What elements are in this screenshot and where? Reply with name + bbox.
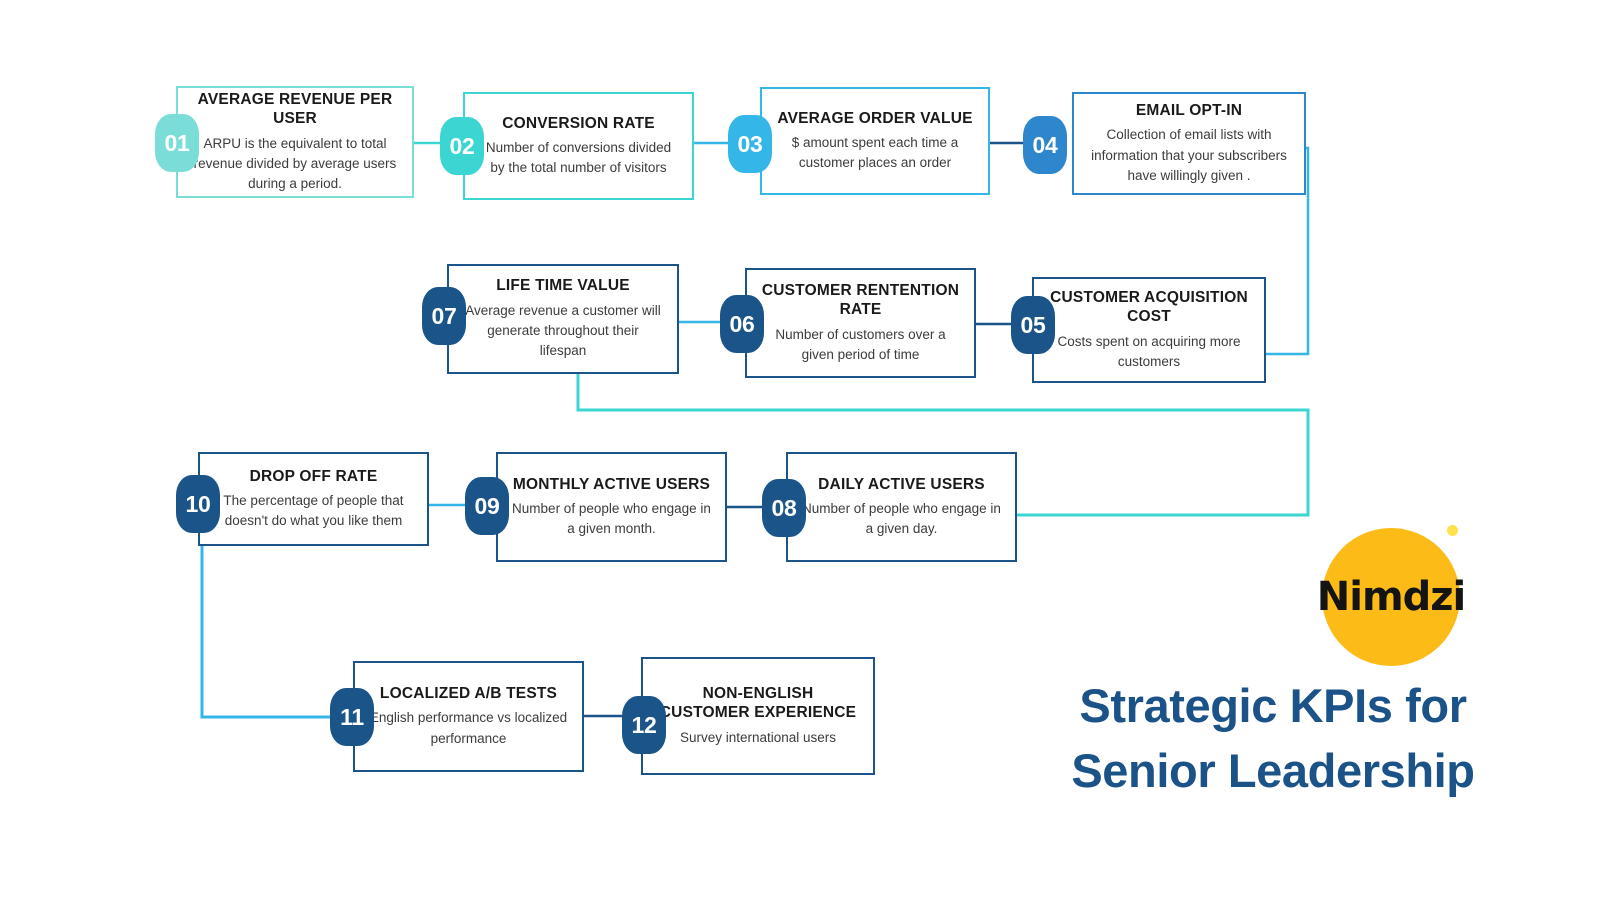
kpi-card-description: Number of people who engage in a given d… bbox=[802, 500, 1001, 537]
kpi-card-10[interactable]: DROP OFF RATE The percentage of people th… bbox=[198, 452, 429, 546]
kpi-card-description: Number of people who engage in a given m… bbox=[512, 500, 711, 537]
kpi-card-title: NON-ENGLISH CUSTOMER EXPERIENCE bbox=[659, 685, 857, 722]
kpi-badge-02[interactable]: 02 bbox=[440, 117, 484, 175]
kpi-card-title: DAILY ACTIVE USERS bbox=[818, 475, 985, 493]
kpi-card-09[interactable]: MONTHLY ACTIVE USERS Number of people who… bbox=[496, 452, 727, 562]
kpi-card-description: English performance vs localized perform… bbox=[369, 710, 568, 746]
kpi-card-12[interactable]: NON-ENGLISH CUSTOMER EXPERIENCE Survey in… bbox=[641, 657, 875, 775]
kpi-card-description: The percentage of people that doesn't do… bbox=[223, 492, 404, 529]
kpi-badge-10[interactable]: 10 bbox=[176, 475, 220, 533]
kpi-card-title: CONVERSION RATE bbox=[502, 114, 655, 132]
page-title: Strategic KPIs for Senior Leadership bbox=[1028, 674, 1518, 804]
kpi-card-description: Number of conversions divided by the tot… bbox=[485, 139, 672, 176]
nimdzi-logo-text: Nimdzi bbox=[1316, 574, 1466, 620]
page-title-line-2: Senior Leadership bbox=[1071, 743, 1475, 797]
kpi-card-description: Survey international users bbox=[679, 729, 837, 745]
kpi-card-title: AVERAGE REVENUE PER USER bbox=[197, 90, 393, 128]
kpi-card-04[interactable]: EMAIL OPT-IN Collection of email lists wi… bbox=[1072, 92, 1306, 195]
kpi-card-01[interactable]: AVERAGE REVENUE PER USER ARPU is the equi… bbox=[176, 86, 414, 198]
kpi-badge-06[interactable]: 06 bbox=[720, 295, 764, 353]
nimdzi-logo-dot-icon bbox=[1447, 525, 1458, 536]
kpi-card-description: Average revenue a customer will generate… bbox=[465, 302, 661, 359]
kpi-card-title: CUSTOMER ACQUISITION COST bbox=[1050, 288, 1248, 326]
kpi-card-08[interactable]: DAILY ACTIVE USERS Number of people who e… bbox=[786, 452, 1017, 562]
kpi-card-description: Number of customers over a given period … bbox=[775, 326, 946, 362]
kpi-card-02[interactable]: CONVERSION RATE Number of conversions div… bbox=[463, 92, 694, 200]
kpi-badge-11[interactable]: 11 bbox=[330, 688, 374, 746]
connector-c10-11 bbox=[200, 533, 330, 719]
kpi-badge-05[interactable]: 05 bbox=[1011, 296, 1055, 354]
nimdzi-logo: Nimdzi bbox=[1317, 525, 1466, 666]
kpi-badge-01[interactable]: 01 bbox=[155, 114, 199, 172]
kpi-badge-03[interactable]: 03 bbox=[728, 115, 772, 173]
kpi-card-title: LIFE TIME VALUE bbox=[496, 277, 630, 295]
kpi-card-03[interactable]: AVERAGE ORDER VALUE $ amount spent each t… bbox=[760, 87, 990, 195]
kpi-card-description: Collection of email lists with informati… bbox=[1091, 127, 1287, 183]
kpi-card-06[interactable]: CUSTOMER RENTENTION RATE Number of custom… bbox=[745, 268, 976, 378]
kpi-card-description: ARPU is the equivalent to total revenue … bbox=[193, 135, 397, 192]
kpi-card-05[interactable]: CUSTOMER ACQUISITION COST Costs spent on … bbox=[1032, 277, 1266, 383]
page-title-line-1: Strategic KPIs for bbox=[1079, 679, 1467, 732]
kpi-card-title: LOCALIZED A/B TESTS bbox=[379, 685, 558, 703]
kpi-card-title: CUSTOMER RENTENTION RATE bbox=[761, 281, 960, 319]
kpi-card-title: MONTHLY ACTIVE USERS bbox=[512, 475, 711, 493]
kpi-card-07[interactable]: LIFE TIME VALUE Average revenue a custome… bbox=[447, 264, 679, 374]
kpi-card-title: AVERAGE ORDER VALUE bbox=[777, 109, 973, 127]
kpi-card-title: EMAIL OPT-IN bbox=[1135, 101, 1243, 119]
kpi-card-11[interactable]: LOCALIZED A/B TESTS English performance v… bbox=[353, 661, 584, 772]
kpi-badge-08[interactable]: 08 bbox=[762, 479, 806, 537]
kpi-card-description: $ amount spent each time a customer plac… bbox=[791, 134, 959, 171]
kpi-badge-09[interactable]: 09 bbox=[465, 477, 509, 535]
kpi-card-title: DROP OFF RATE bbox=[249, 467, 378, 485]
kpi-badge-04[interactable]: 04 bbox=[1023, 116, 1067, 174]
kpi-badge-07[interactable]: 07 bbox=[422, 287, 466, 345]
kpi-badge-12[interactable]: 12 bbox=[622, 696, 666, 754]
kpi-card-description: Costs spent on acquiring more customers bbox=[1057, 333, 1241, 369]
